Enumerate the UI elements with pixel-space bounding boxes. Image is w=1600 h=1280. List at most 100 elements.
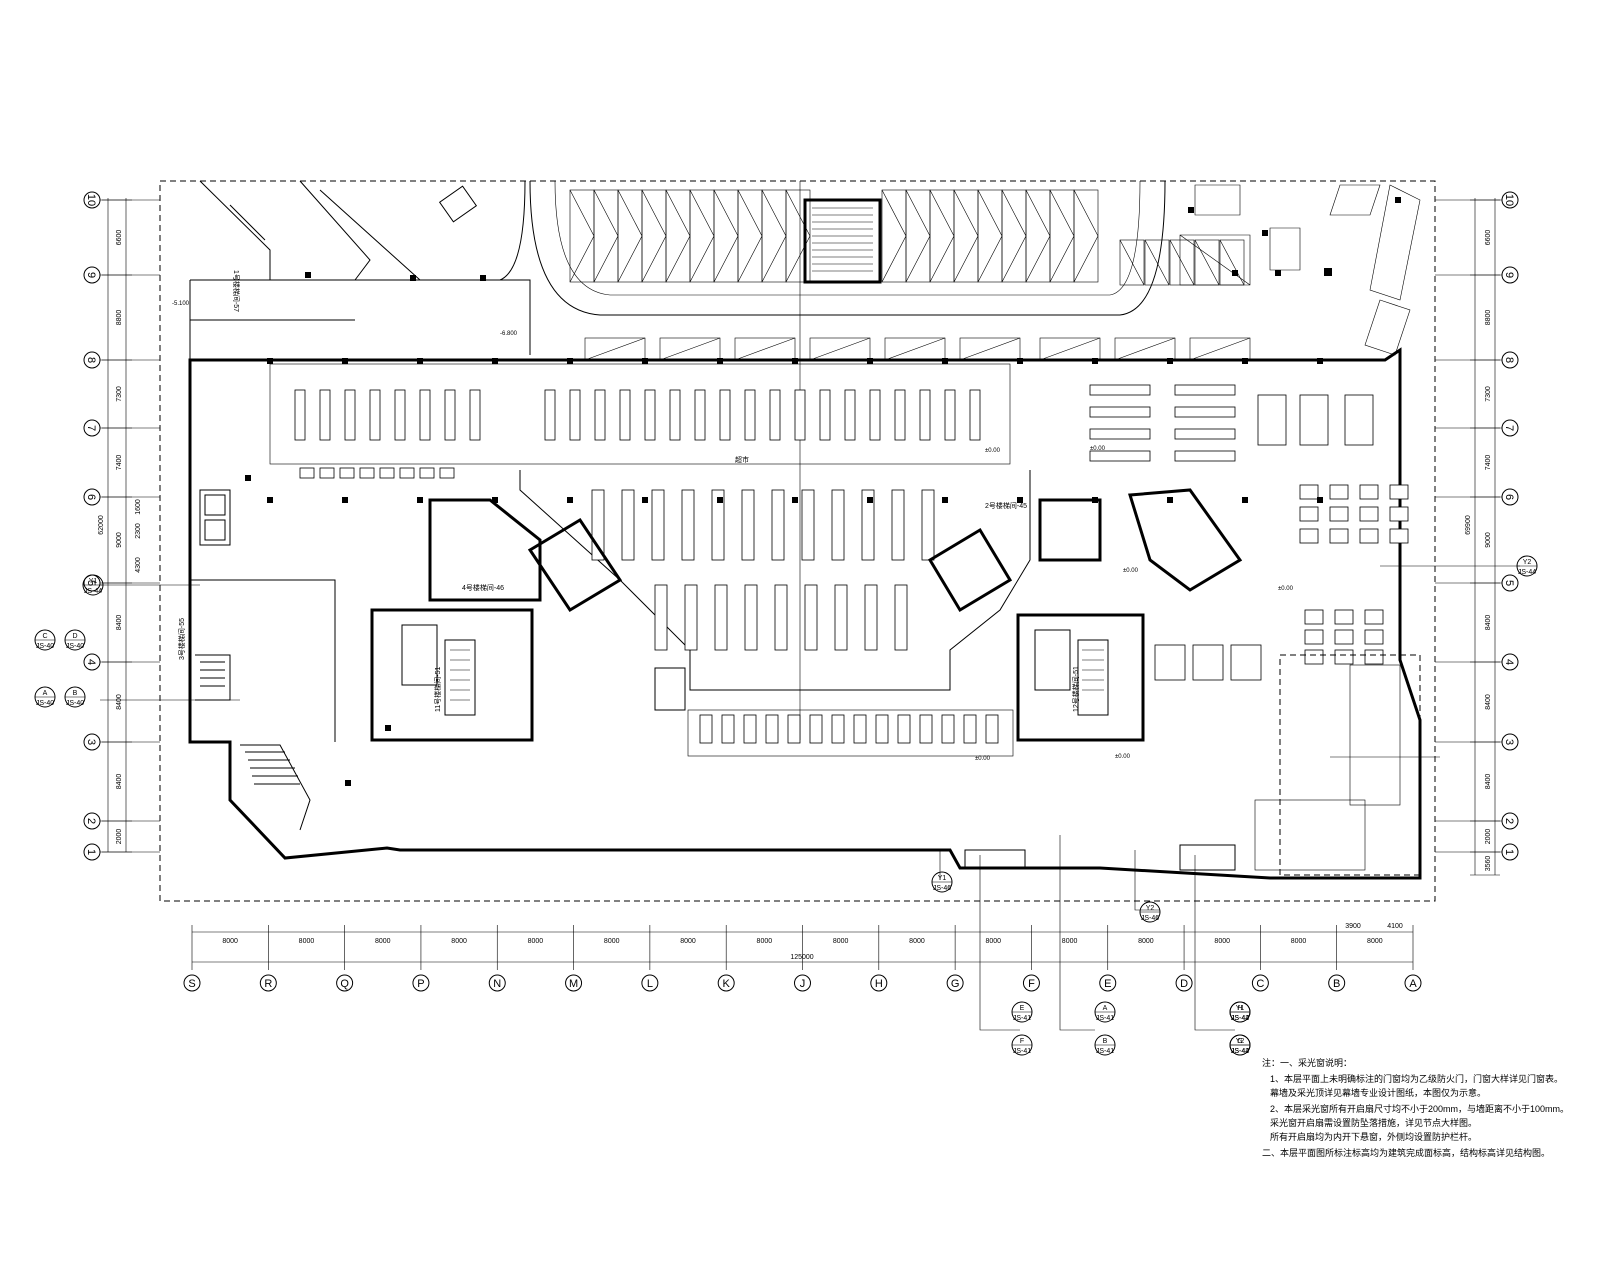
svg-text:1: 1 (85, 849, 97, 855)
left-dim-7: 8400 (116, 694, 123, 710)
axis-bubble-k: K (717, 974, 735, 992)
north-stair (803, 198, 882, 284)
bottom-dim-10: 8000 (909, 938, 925, 945)
stair-label-11: 11号楼梯间-51 (433, 667, 442, 712)
right-axis-bubble-2: 2 (1435, 812, 1519, 830)
left-total-dim: 62000 (98, 515, 105, 535)
bottom-dim-4: 8000 (451, 938, 467, 945)
svg-text:L: L (647, 978, 653, 990)
notes-line-6: 二、本层平面图所标注标高均为建筑完成面标高，结构标高详见结构图。 (1262, 1147, 1550, 1158)
bottom-dim-16: 8000 (1367, 938, 1383, 945)
svg-text:Y1: Y1 (89, 578, 98, 585)
svg-text:F: F (1028, 978, 1035, 990)
bottom-dim-11: 8000 (985, 938, 1001, 945)
checkout-row (687, 709, 1014, 757)
svg-text:F: F (1020, 1038, 1024, 1045)
section-marker-7: AJS-41 (1094, 1001, 1116, 1023)
axis-bubble-m: M (565, 974, 583, 992)
svg-text:K: K (723, 978, 731, 990)
left-dim-3: 7300 (116, 386, 123, 402)
notes-title: 注：一、采光窗说明： (1262, 1057, 1352, 1068)
svg-text:G: G (1237, 1038, 1242, 1045)
section-marker-6: FJS-41 (1011, 1034, 1033, 1056)
notes-line-2: 幕墙及采光顶详见幕墙专业设计图纸，本图仅为示意。 (1270, 1087, 1486, 1098)
right-dim-3: 7300 (1485, 386, 1492, 402)
svg-text:M: M (569, 978, 578, 990)
svg-text:JS-40: JS-40 (66, 700, 84, 707)
axis-bubble-q: Q (336, 974, 354, 992)
svg-text:B: B (1333, 978, 1340, 990)
axis-bubble-l: L (641, 974, 659, 992)
axis-extension-lines (100, 565, 1520, 1031)
axis-bubble-e: E (1099, 974, 1117, 992)
shelving-units-east (1089, 384, 1409, 681)
bottom-dim-9: 8000 (833, 938, 849, 945)
svg-text:A: A (43, 690, 48, 697)
axis-bubble-g: G (946, 974, 964, 992)
svg-text:JS-42: JS-42 (1231, 1048, 1249, 1055)
access-road (529, 180, 1166, 316)
axis-bubble-d: D (1175, 974, 1193, 992)
axis-bubble-a: A (1404, 974, 1422, 992)
svg-text:H: H (1237, 1005, 1242, 1012)
section-marker-4: BJS-40 (64, 686, 86, 708)
svg-text:5: 5 (85, 580, 97, 586)
notes-line-1: 1、本层平面上未明确标注的门窗均为乙级防火门，门窗大样详见门窗表。 (1270, 1073, 1563, 1084)
svg-text:B: B (1103, 1038, 1108, 1045)
right-dim-1: 6600 (1485, 230, 1492, 246)
axis-bubble-j: J (794, 974, 811, 992)
left-axis-bubble-2: 2 (83, 812, 160, 830)
svg-text:3: 3 (1503, 739, 1515, 745)
svg-text:JS-42: JS-42 (1231, 1015, 1249, 1022)
svg-text:JS-46: JS-46 (933, 885, 951, 892)
nw-skylight (438, 185, 478, 223)
west-entrance-wall (190, 579, 336, 742)
left-subdim-2: 2300 (135, 523, 142, 539)
core-northeast-stair (927, 488, 1243, 613)
bottom-dim-1: 8000 (222, 938, 238, 945)
right-dim-5: 9000 (1485, 532, 1492, 548)
svg-text:JS-44: JS-44 (1231, 1015, 1249, 1022)
shelving-units (294, 389, 999, 744)
stair-label-12: 12号楼梯间-51 (1071, 666, 1080, 712)
bottom-dim-3: 8000 (375, 938, 391, 945)
stair-label-2: 2号楼梯间-45 (985, 501, 1027, 510)
svg-text:A: A (1103, 1005, 1108, 1012)
svg-text:R: R (264, 978, 272, 990)
elevation-2: -5.100 (172, 301, 190, 307)
axis-bubble-n: N (488, 974, 506, 992)
notes-line-3: 2、本层采光窗所有开启扇尺寸均不小于200mm，与墙距离不小于100mm。 (1270, 1103, 1569, 1114)
bottom-dim-15: 8000 (1291, 938, 1307, 945)
section-marker-5: EJS-41 (1011, 1001, 1033, 1023)
svg-text:JS-44: JS-44 (84, 588, 102, 595)
svg-text:1: 1 (1503, 849, 1515, 855)
svg-text:2: 2 (1503, 818, 1515, 824)
left-dim-5: 9000 (116, 532, 123, 548)
svg-text:P: P (417, 978, 424, 990)
axis-bubble-b: B (1328, 974, 1346, 992)
elevation-1: -6.800 (500, 331, 518, 337)
svg-text:6: 6 (1503, 494, 1515, 500)
right-dim-6: 8400 (1485, 615, 1492, 631)
site-boundary (159, 180, 1436, 902)
core-northwest-stair (428, 498, 623, 613)
svg-text:3: 3 (85, 739, 97, 745)
right-dim-8: 8400 (1485, 774, 1492, 790)
axis-bubble-r: R (259, 974, 277, 992)
right-axis-bubble-5: 5 (1435, 574, 1519, 592)
left-dim-9: 2000 (116, 829, 123, 845)
section-marker-8: BJS-41 (1094, 1034, 1116, 1056)
left-axis-bubble-9: 9 (83, 266, 160, 284)
elevation-5: ±0.00 (1090, 446, 1106, 452)
left-axis-bubble-3: 3 (83, 733, 160, 751)
elevation-6: ±0.00 (1278, 586, 1294, 592)
svg-text:Y2: Y2 (1146, 905, 1155, 912)
notes-line-4: 采光窗开启扇需设置防坠落措施，详见节点大样图。 (1270, 1117, 1477, 1128)
svg-text:N: N (493, 978, 501, 990)
